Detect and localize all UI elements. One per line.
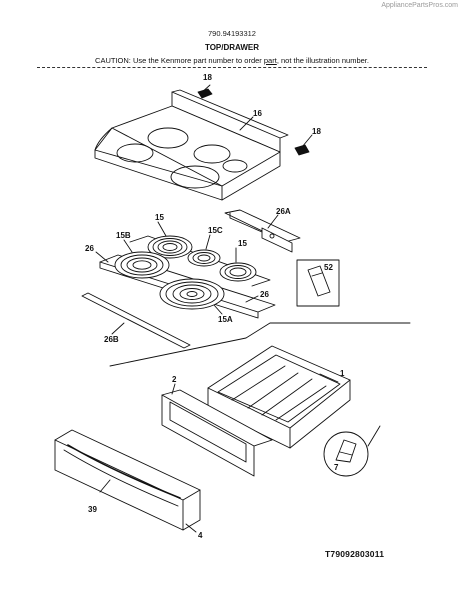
- caution-underlined-word: part: [263, 56, 277, 65]
- diagram-reference-number: T79092803011: [325, 549, 385, 559]
- watermark-text: AppliancePartsPros.com: [381, 2, 458, 9]
- callout-4: 4: [198, 531, 203, 540]
- surface-element-15-right: [219, 262, 257, 282]
- callout-15-back: 15: [155, 213, 164, 222]
- section-title: TOP/DRAWER: [204, 43, 260, 52]
- callout-18-right: 18: [312, 127, 321, 136]
- callout-26-right: 26: [260, 290, 269, 299]
- model-number: 790.94193312: [208, 29, 256, 38]
- callout-52: 52: [324, 263, 333, 272]
- drawer-liner-part-2: [161, 389, 273, 477]
- surface-element-15b: [114, 251, 170, 279]
- callout-26b: 26B: [104, 335, 119, 344]
- part-52-box: [296, 259, 340, 307]
- surface-element-15a: [159, 278, 225, 310]
- callout-15c: 15C: [208, 226, 223, 235]
- callout-39: 39: [88, 505, 97, 514]
- bracket-part-18-left: [197, 88, 213, 99]
- caution-text-end: , not the illustration number.: [276, 56, 369, 65]
- callout-18-top: 18: [203, 73, 212, 82]
- drawer-front-part-39: [54, 429, 201, 531]
- callout-15b: 15B: [116, 231, 131, 240]
- surface-element-15c: [187, 249, 221, 267]
- callout-26a: 26A: [276, 207, 291, 216]
- drawer-body-part-1: [207, 345, 351, 449]
- header-divider: [37, 67, 427, 68]
- callout-26-left: 26: [85, 244, 94, 253]
- cooktop-glass-part-16: [94, 89, 289, 201]
- callout-2: 2: [172, 375, 177, 384]
- bracket-part-18-right: [294, 144, 310, 156]
- callout-15a: 15A: [218, 315, 233, 324]
- callout-1: 1: [340, 369, 345, 378]
- caution-text-start: CAUTION: Use the Kenmore part number to …: [95, 56, 264, 65]
- callout-15-right: 15: [238, 239, 247, 248]
- surface-element-15-back-left: [147, 235, 193, 259]
- caution-note: CAUTION: Use the Kenmore part number to …: [0, 56, 464, 65]
- drawer-glide-part-7: [323, 431, 369, 477]
- element-bracket-part-26a: [224, 209, 301, 253]
- callout-7: 7: [334, 463, 339, 472]
- trim-rail-part-26b: [81, 292, 191, 349]
- callout-16: 16: [253, 109, 262, 118]
